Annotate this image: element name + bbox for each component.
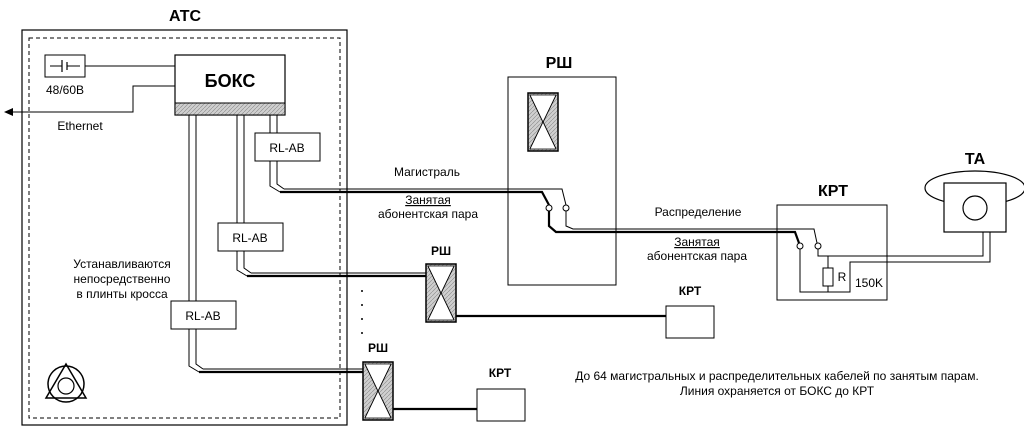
box-label: БОКС bbox=[205, 71, 256, 91]
resistor-label: R bbox=[838, 270, 847, 284]
krt-small1-title: КРТ bbox=[679, 284, 702, 298]
atc-frame bbox=[21, 29, 348, 426]
rsh-small2-title: РШ bbox=[368, 341, 388, 355]
rsh-small2-block bbox=[362, 361, 394, 421]
pair-lines bbox=[188, 115, 285, 373]
relay-label-3: RL-AB bbox=[185, 309, 220, 323]
trunk-label: Магистраль bbox=[394, 165, 460, 179]
telephone-icon bbox=[924, 170, 1024, 233]
resistance-value: 150K bbox=[855, 276, 883, 290]
arrow-left-icon bbox=[4, 108, 13, 116]
ta-title: ТА bbox=[965, 151, 986, 168]
pair-label-2: абонентская пара bbox=[647, 249, 747, 263]
rsh-small2-cable bbox=[199, 368, 477, 411]
ethernet-label: Ethernet bbox=[57, 119, 103, 133]
relay-box-1 bbox=[254, 132, 321, 162]
krt-main-title: КРТ bbox=[818, 183, 848, 200]
pair-label-1: абонентская пара bbox=[378, 207, 478, 221]
krt-small2-title: КРТ bbox=[489, 366, 512, 380]
relay-box-3 bbox=[170, 300, 237, 330]
battery-icon bbox=[44, 54, 175, 78]
krt-main-frame bbox=[776, 204, 888, 301]
atc-inner-frame bbox=[28, 37, 341, 419]
footer-line-2: Линия охраняется от БОКС до КРТ bbox=[680, 384, 875, 398]
rsh-main-frame bbox=[507, 76, 617, 286]
rsh-small1-cable bbox=[247, 272, 666, 318]
resistor-icon bbox=[822, 267, 834, 287]
rsh-small1-title: РШ bbox=[431, 244, 451, 258]
relay-label-2: RL-AB bbox=[232, 231, 267, 245]
rsh-main-title: РШ bbox=[546, 55, 573, 72]
krt-terminal-2 bbox=[814, 242, 822, 250]
ethernet-line bbox=[4, 85, 175, 116]
krt-wiring bbox=[799, 232, 991, 293]
relay-box-2 bbox=[217, 222, 284, 252]
footer-line-1: До 64 магистральных и распределительных … bbox=[575, 369, 979, 383]
atc-logo-icon bbox=[44, 362, 88, 403]
rsh-terminal-1 bbox=[545, 204, 553, 212]
distribution-label: Распределение bbox=[655, 205, 742, 219]
box-unit bbox=[174, 54, 286, 116]
battery-label: 48/60В bbox=[46, 83, 84, 97]
note-line-3: в плинты кросса bbox=[76, 287, 168, 301]
trunk-cable bbox=[280, 188, 567, 206]
rsh-small1-block bbox=[425, 263, 457, 323]
relay-label-1: RL-AB bbox=[269, 141, 304, 155]
krt-small1-box bbox=[665, 305, 715, 339]
busy-label-2: Занятая bbox=[674, 235, 720, 249]
krt-terminal-1 bbox=[796, 242, 804, 250]
rsh-main-block bbox=[527, 92, 559, 152]
krt-small2-box bbox=[476, 388, 526, 422]
note-line-2: непосредственно bbox=[74, 272, 171, 286]
distribution-cable bbox=[547, 211, 818, 244]
continuation-dots bbox=[361, 290, 363, 334]
note-line-1: Устанавливаются bbox=[73, 257, 170, 271]
atc-title: АТС bbox=[169, 8, 202, 25]
busy-label-1: Занятая bbox=[405, 193, 451, 207]
rsh-terminal-2 bbox=[562, 204, 570, 212]
